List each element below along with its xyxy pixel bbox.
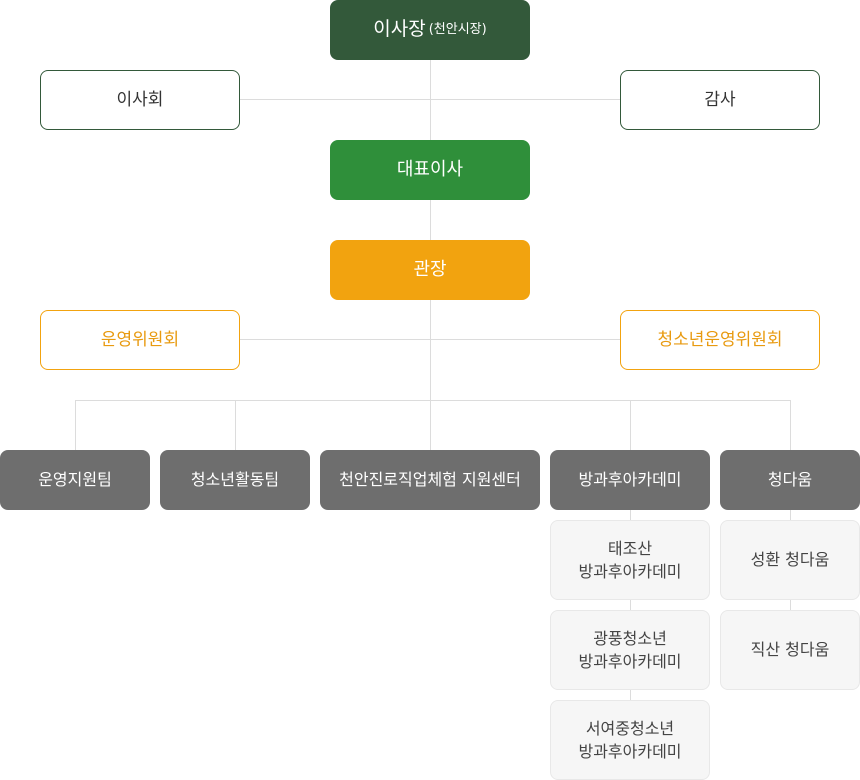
committee-connector [240, 339, 620, 340]
operating-committee-label: 운영위원회 [100, 329, 180, 350]
team-label: 운영지원팀 [38, 470, 112, 490]
team-drop-5 [790, 400, 791, 450]
chairman-subtitle: (천안시장) [428, 21, 487, 37]
unit-line1: 태조산 [607, 538, 653, 558]
team-box-cheongdaum: 청다움 [720, 450, 860, 510]
academy-unit-gwangpung: 광풍청소년 방과후아카데미 [550, 610, 710, 690]
youth-committee-label: 청소년운영위원회 [657, 329, 783, 350]
director-box: 관장 [330, 240, 530, 300]
unit-label: 성환 청다움 [750, 550, 830, 570]
cheongdaum-unit-seonghwan: 성환 청다움 [720, 520, 860, 600]
ceo-label: 대표이사 [396, 158, 464, 180]
unit-line1: 광풍청소년 [593, 628, 667, 648]
ceo-box: 대표이사 [330, 140, 530, 200]
board-audit-connector [240, 99, 620, 100]
team-label: 천안진로직업체험 지원센터 [339, 470, 521, 490]
operating-committee-box: 운영위원회 [40, 310, 240, 370]
board-label: 이사회 [116, 89, 164, 110]
team-label: 청다움 [767, 470, 813, 490]
cheongdaum-unit-jiksan: 직산 청다움 [720, 610, 860, 690]
director-label: 관장 [413, 258, 447, 280]
unit-line2: 방과후아카데미 [578, 742, 682, 761]
unit-line2: 방과후아카데미 [578, 562, 682, 581]
academy-unit-taejosan: 태조산 방과후아카데미 [550, 520, 710, 600]
team-drop-4 [630, 400, 631, 450]
team-box-operations-support: 운영지원팀 [0, 450, 150, 510]
audit-label: 감사 [704, 89, 736, 110]
team-drop-1 [75, 400, 76, 450]
academy-units-connector [630, 510, 631, 700]
team-box-youth-activity: 청소년활동팀 [160, 450, 310, 510]
team-drop-2 [235, 400, 236, 450]
board-box: 이사회 [40, 70, 240, 130]
chairman-box: 이사장 (천안시장) [330, 0, 530, 60]
audit-box: 감사 [620, 70, 820, 130]
team-box-career-center: 천안진로직업체험 지원센터 [320, 450, 540, 510]
youth-committee-box: 청소년운영위원회 [620, 310, 820, 370]
academy-unit-seoyeojung: 서여중청소년 방과후아카데미 [550, 700, 710, 780]
chairman-title: 이사장 [373, 18, 426, 41]
unit-line2: 방과후아카데미 [578, 652, 682, 671]
unit-line1: 서여중청소년 [585, 718, 675, 738]
team-box-after-school-academy: 방과후아카데미 [550, 450, 710, 510]
team-label: 청소년활동팀 [190, 470, 280, 490]
unit-label: 직산 청다움 [750, 640, 830, 660]
team-label: 방과후아카데미 [578, 470, 682, 490]
teams-horizontal-connector [75, 400, 791, 401]
